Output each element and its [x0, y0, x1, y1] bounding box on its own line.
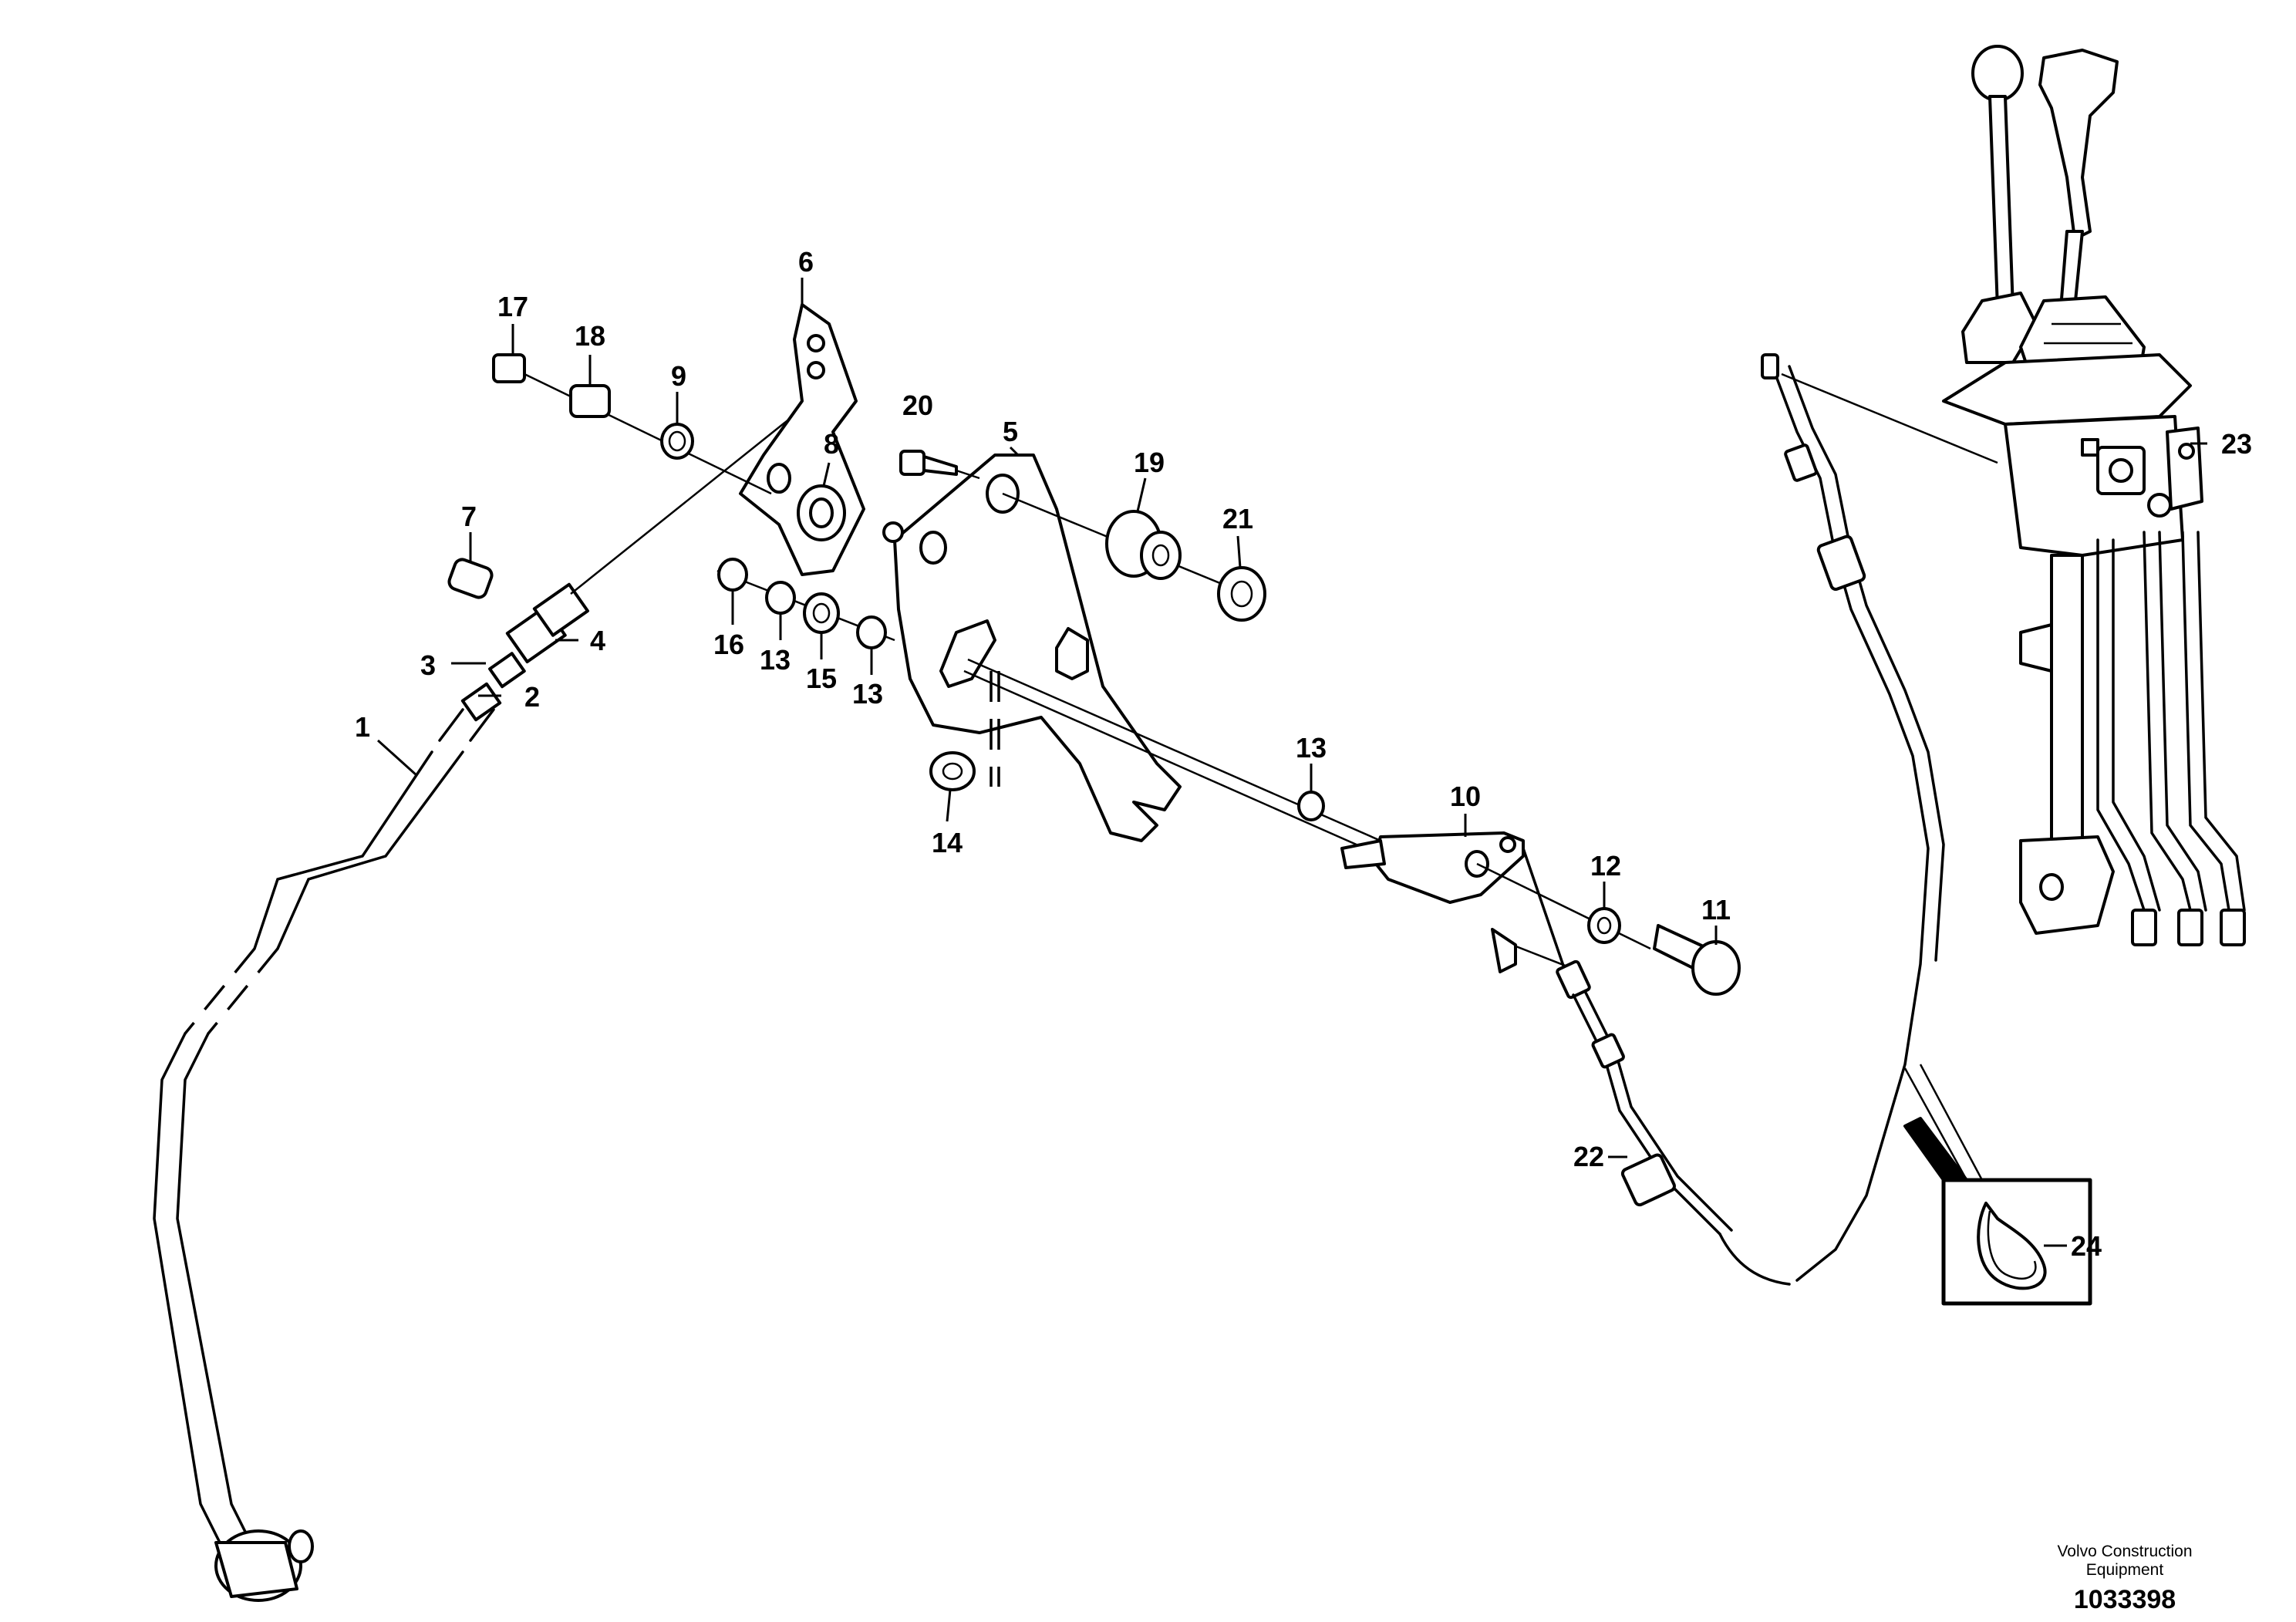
callout-6: 6	[798, 246, 814, 278]
callout-24: 24	[2071, 1230, 2102, 1262]
washer-stack	[716, 558, 895, 649]
callout-1: 1	[355, 711, 370, 743]
callout-13-b: 13	[852, 678, 883, 710]
joystick-controller	[1942, 45, 2246, 946]
shift-rod	[963, 658, 1381, 850]
lever	[739, 303, 865, 576]
lever-arm	[1340, 831, 1525, 904]
callout-15: 15	[806, 663, 837, 694]
brand-line-2: Equipment	[2086, 1561, 2164, 1579]
callout-labels: 1 2 3 4 5 6 7 8 9 10 11 12 13 13 13 14 1…	[355, 246, 2252, 1262]
control-cable-lower	[1491, 847, 1791, 1286]
drawing-number: 1033398	[2074, 1585, 2176, 1614]
callout-22: 22	[1573, 1141, 1604, 1172]
callout-4: 4	[590, 625, 605, 656]
control-cable	[153, 408, 803, 1602]
callout-18: 18	[575, 320, 605, 352]
callout-13-a: 13	[760, 644, 791, 676]
control-cable-upper	[1761, 353, 1998, 1282]
callout-16: 16	[713, 629, 744, 660]
callout-10: 10	[1450, 781, 1481, 812]
callout-11: 11	[1701, 894, 1731, 926]
callout-3: 3	[420, 649, 436, 681]
bushing-and-nut	[1002, 492, 1266, 622]
callout-23: 23	[2221, 428, 2252, 460]
callout-21: 21	[1222, 503, 1253, 534]
callout-19: 19	[1134, 447, 1165, 478]
brand-line-1: Volvo Construction	[2057, 1543, 2192, 1560]
washer	[929, 751, 976, 791]
callout-9: 9	[671, 360, 686, 392]
footer: Volvo Construction Equipment 1033398	[2057, 1543, 2192, 1614]
mounting-plate	[882, 454, 1182, 842]
callout-5: 5	[1003, 416, 1018, 447]
callout-14: 14	[932, 827, 963, 858]
callout-2: 2	[524, 681, 540, 713]
callout-13-c: 13	[1296, 732, 1327, 764]
callout-20: 20	[902, 389, 933, 421]
washer-and-bolt	[1476, 862, 1741, 996]
leader-lines	[376, 278, 2207, 1247]
bolt-nut-washer-set	[492, 353, 772, 495]
callout-7: 7	[461, 501, 477, 532]
callout-8: 8	[824, 428, 839, 460]
screw	[899, 450, 980, 480]
callout-17: 17	[497, 291, 528, 322]
callout-12: 12	[1590, 850, 1621, 882]
detail-inset	[1903, 1064, 2092, 1306]
